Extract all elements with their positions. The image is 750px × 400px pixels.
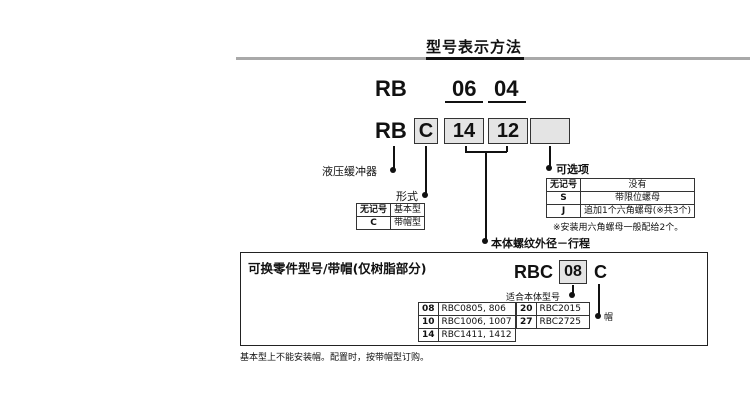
page-title: 型号表示方法 <box>426 38 523 56</box>
option-note: ※安装用六角螺母一般配给2个。 <box>553 223 684 233</box>
prefix-connector <box>393 146 395 170</box>
replacement-suffix: C <box>594 262 607 282</box>
diameter-box: 14 <box>444 118 484 144</box>
thread-stroke-connector <box>485 151 487 241</box>
replacement-panel <box>240 252 708 346</box>
replacement-models-cell: RBC0805, 806 <box>437 302 517 316</box>
replacement-size-box: 08 <box>559 260 587 284</box>
replacement-code-cell: 27 <box>516 315 537 329</box>
replacement-code-cell: 10 <box>418 315 439 329</box>
size-dot <box>569 292 575 298</box>
table-row: J 追加1个六角螺母(※共3个) <box>545 204 696 218</box>
table-row: 27 RBC2725 <box>516 315 591 329</box>
cap-connector <box>598 284 600 316</box>
option-connector <box>549 146 551 168</box>
prefix-dot <box>390 167 396 173</box>
type-dot <box>422 192 428 198</box>
size-label: 适合本体型号 <box>506 293 561 303</box>
model-prefix: RB <box>375 118 407 143</box>
type-code-cell: 无记号 <box>355 203 392 217</box>
example-diameter-underline <box>445 101 483 103</box>
table-row: 20 RBC2015 <box>516 302 591 316</box>
replacement-code-cell: 08 <box>418 302 439 316</box>
table-row: 无记号 没有 <box>545 178 696 192</box>
option-dot <box>546 165 552 171</box>
thread-stroke-dot <box>482 238 488 244</box>
option-code-cell: J <box>545 204 582 218</box>
stroke-box: 12 <box>488 118 528 144</box>
replacement-models-cell: RBC1006, 1007 <box>437 315 517 329</box>
cap-label: 帽 <box>604 313 614 323</box>
option-desc-cell: 没有 <box>580 178 696 192</box>
example-stroke: 04 <box>494 76 519 101</box>
type-label: 形式 <box>396 190 418 203</box>
size-connector <box>572 285 574 295</box>
shock-absorber-label: 液压缓冲器 <box>322 165 377 178</box>
table-row: 10 RBC1006, 1007 <box>418 315 517 329</box>
footnote: 基本型上不能安装帽。配置时，按带帽型订购。 <box>240 353 430 363</box>
example-prefix: RB <box>375 76 407 101</box>
option-box <box>530 118 570 144</box>
example-stroke-underline <box>488 101 526 103</box>
option-label: 可选项 <box>556 163 589 176</box>
option-table: 无记号 没有 S 带限位螺母 J 追加1个六角螺母(※共3个) <box>545 178 696 218</box>
option-code-cell: S <box>545 191 582 205</box>
type-code-box: C <box>414 118 438 144</box>
replacement-models-cell: RBC2725 <box>535 315 591 329</box>
replacement-models-cell: RBC1411, 1412 <box>437 328 517 342</box>
table-row: S 带限位螺母 <box>545 191 696 205</box>
table-row: 无记号 基本型 <box>355 203 426 217</box>
type-table: 无记号 基本型 C 带帽型 <box>355 203 426 230</box>
replacement-code-cell: 20 <box>516 302 537 316</box>
replacement-table-left: 08 RBC0805, 806 10 RBC1006, 1007 14 RBC1… <box>418 302 517 342</box>
replacement-table-right: 20 RBC2015 27 RBC2725 <box>516 302 591 329</box>
cap-dot <box>595 313 601 319</box>
option-desc-cell: 带限位螺母 <box>580 191 696 205</box>
table-row: C 带帽型 <box>355 216 426 230</box>
table-row: 14 RBC1411, 1412 <box>418 328 517 342</box>
title-underline <box>426 57 524 60</box>
table-row: 08 RBC0805, 806 <box>418 302 517 316</box>
type-desc-cell: 基本型 <box>390 203 426 217</box>
replacement-models-cell: RBC2015 <box>535 302 591 316</box>
type-desc-cell: 带帽型 <box>390 216 426 230</box>
example-diameter: 06 <box>452 76 477 101</box>
replacement-heading: 可换零件型号/带帽(仅树脂部分) <box>248 261 427 276</box>
diameter-connector <box>465 146 467 152</box>
thread-stroke-label: 本体螺纹外径－行程 <box>491 237 590 250</box>
stroke-connector <box>506 146 508 152</box>
replacement-prefix: RBC <box>514 262 553 282</box>
type-connector <box>425 146 427 196</box>
type-code-cell: C <box>355 216 392 230</box>
option-code-cell: 无记号 <box>545 178 582 192</box>
replacement-code-cell: 14 <box>418 328 439 342</box>
option-desc-cell: 追加1个六角螺母(※共3个) <box>580 204 696 218</box>
